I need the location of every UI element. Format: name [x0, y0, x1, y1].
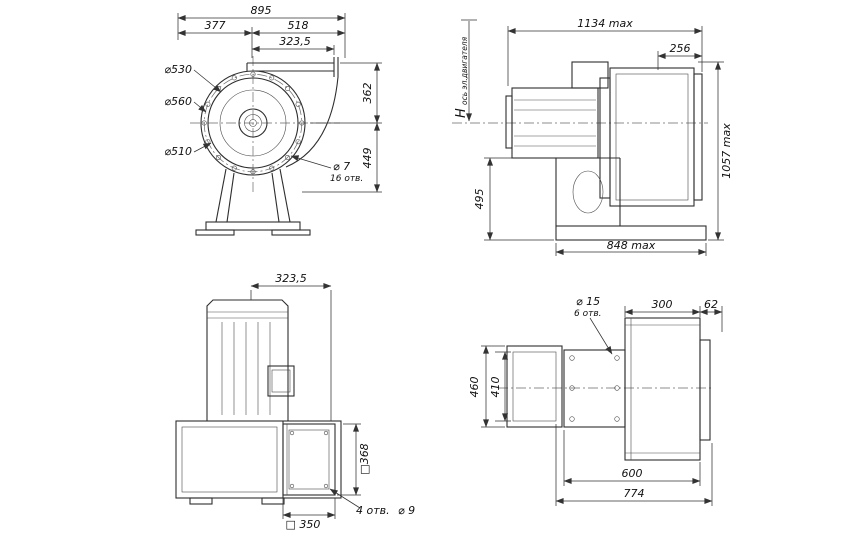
- dim-774: 774: [624, 487, 645, 500]
- dim-1134: 1134 max: [577, 17, 633, 30]
- foot-right: [261, 497, 285, 505]
- base-frame-side: [555, 225, 707, 241]
- side-view: 1134 max 256 H ось эл.двигателя 495 1057…: [452, 17, 733, 256]
- housing-top: [175, 420, 342, 505]
- dim-848: 848 max: [607, 239, 656, 252]
- support-legs: [195, 168, 311, 236]
- dim-323-front: 323,5: [279, 35, 311, 48]
- dim-hole-dia-front: ⌀ 7: [333, 160, 350, 173]
- dim-1057: 1057 max: [720, 123, 733, 179]
- front-dimensions: 895 377 518 323,5 362 449 ⌀530 ⌀560 ⌀510…: [164, 4, 382, 193]
- plan-dimensions: ⌀ 15 6 отв. 300 62 460 410 600 774: [468, 295, 723, 506]
- dim-895: 895: [251, 4, 272, 17]
- axis-h: H: [454, 108, 469, 118]
- front-view: 895 377 518 323,5 362 449 ⌀530 ⌀560 ⌀510…: [164, 4, 382, 236]
- motor-axis-height-label: H ось эл.двигателя: [454, 36, 469, 118]
- dim-dia560: ⌀560: [164, 95, 192, 108]
- terminal-box: [571, 61, 609, 89]
- dim-362: 362: [361, 83, 374, 104]
- foot-left: [189, 497, 213, 505]
- dim-495: 495: [473, 189, 486, 210]
- dim-460: 460: [468, 377, 481, 398]
- pedestal-side: [555, 157, 707, 241]
- dim-dia510: ⌀510: [164, 145, 192, 158]
- top-view: 323,5 □368 □ 350 4 отв. ⌀ 9: [175, 272, 415, 531]
- dim-350: □ 350: [286, 518, 321, 531]
- side-dimensions: 1134 max 256 H ось эл.двигателя 495 1057…: [454, 17, 733, 256]
- dim-dia530: ⌀530: [164, 63, 192, 76]
- motor-outline: [505, 61, 609, 159]
- axis-subscript: ось эл.двигателя: [460, 36, 469, 105]
- housing-plan: [624, 317, 711, 461]
- outlet-flange-top: [282, 423, 336, 496]
- inlet-collector-plan: [506, 345, 563, 428]
- junction-box-top: [267, 365, 295, 397]
- flange-holes: [201, 71, 305, 175]
- outlet-flange-plan: [699, 339, 711, 441]
- motor-plate-plan: [563, 349, 626, 428]
- dim-hole-dia-plan: ⌀ 15: [576, 295, 600, 308]
- motor-top: [206, 299, 295, 422]
- dim-368: □368: [358, 443, 371, 474]
- dim-449: 449: [361, 148, 374, 169]
- dim-323-top: 323,5: [275, 272, 307, 285]
- dim-300: 300: [652, 298, 673, 311]
- dim-410: 410: [489, 377, 502, 398]
- dim-377: 377: [205, 19, 226, 32]
- dim-hole-note-top: 4 отв.: [356, 504, 390, 517]
- housing-side: [599, 67, 703, 207]
- top-dimensions: 323,5 □368 □ 350 4 отв. ⌀ 9: [250, 272, 415, 531]
- dim-62: 62: [704, 298, 718, 311]
- dim-256: 256: [670, 42, 691, 55]
- plan-view: ⌀ 15 6 отв. 300 62 460 410 600 774: [468, 295, 723, 506]
- dim-hole-dia-top: ⌀ 9: [398, 504, 415, 517]
- dim-518: 518: [288, 19, 309, 32]
- outlet-duct: [246, 57, 339, 168]
- dim-hole-note-front: 16 отв.: [330, 174, 363, 184]
- dim-hole-note-plan: 6 отв.: [574, 309, 602, 319]
- dim-600: 600: [622, 467, 643, 480]
- outlet-flange-side: [693, 73, 703, 201]
